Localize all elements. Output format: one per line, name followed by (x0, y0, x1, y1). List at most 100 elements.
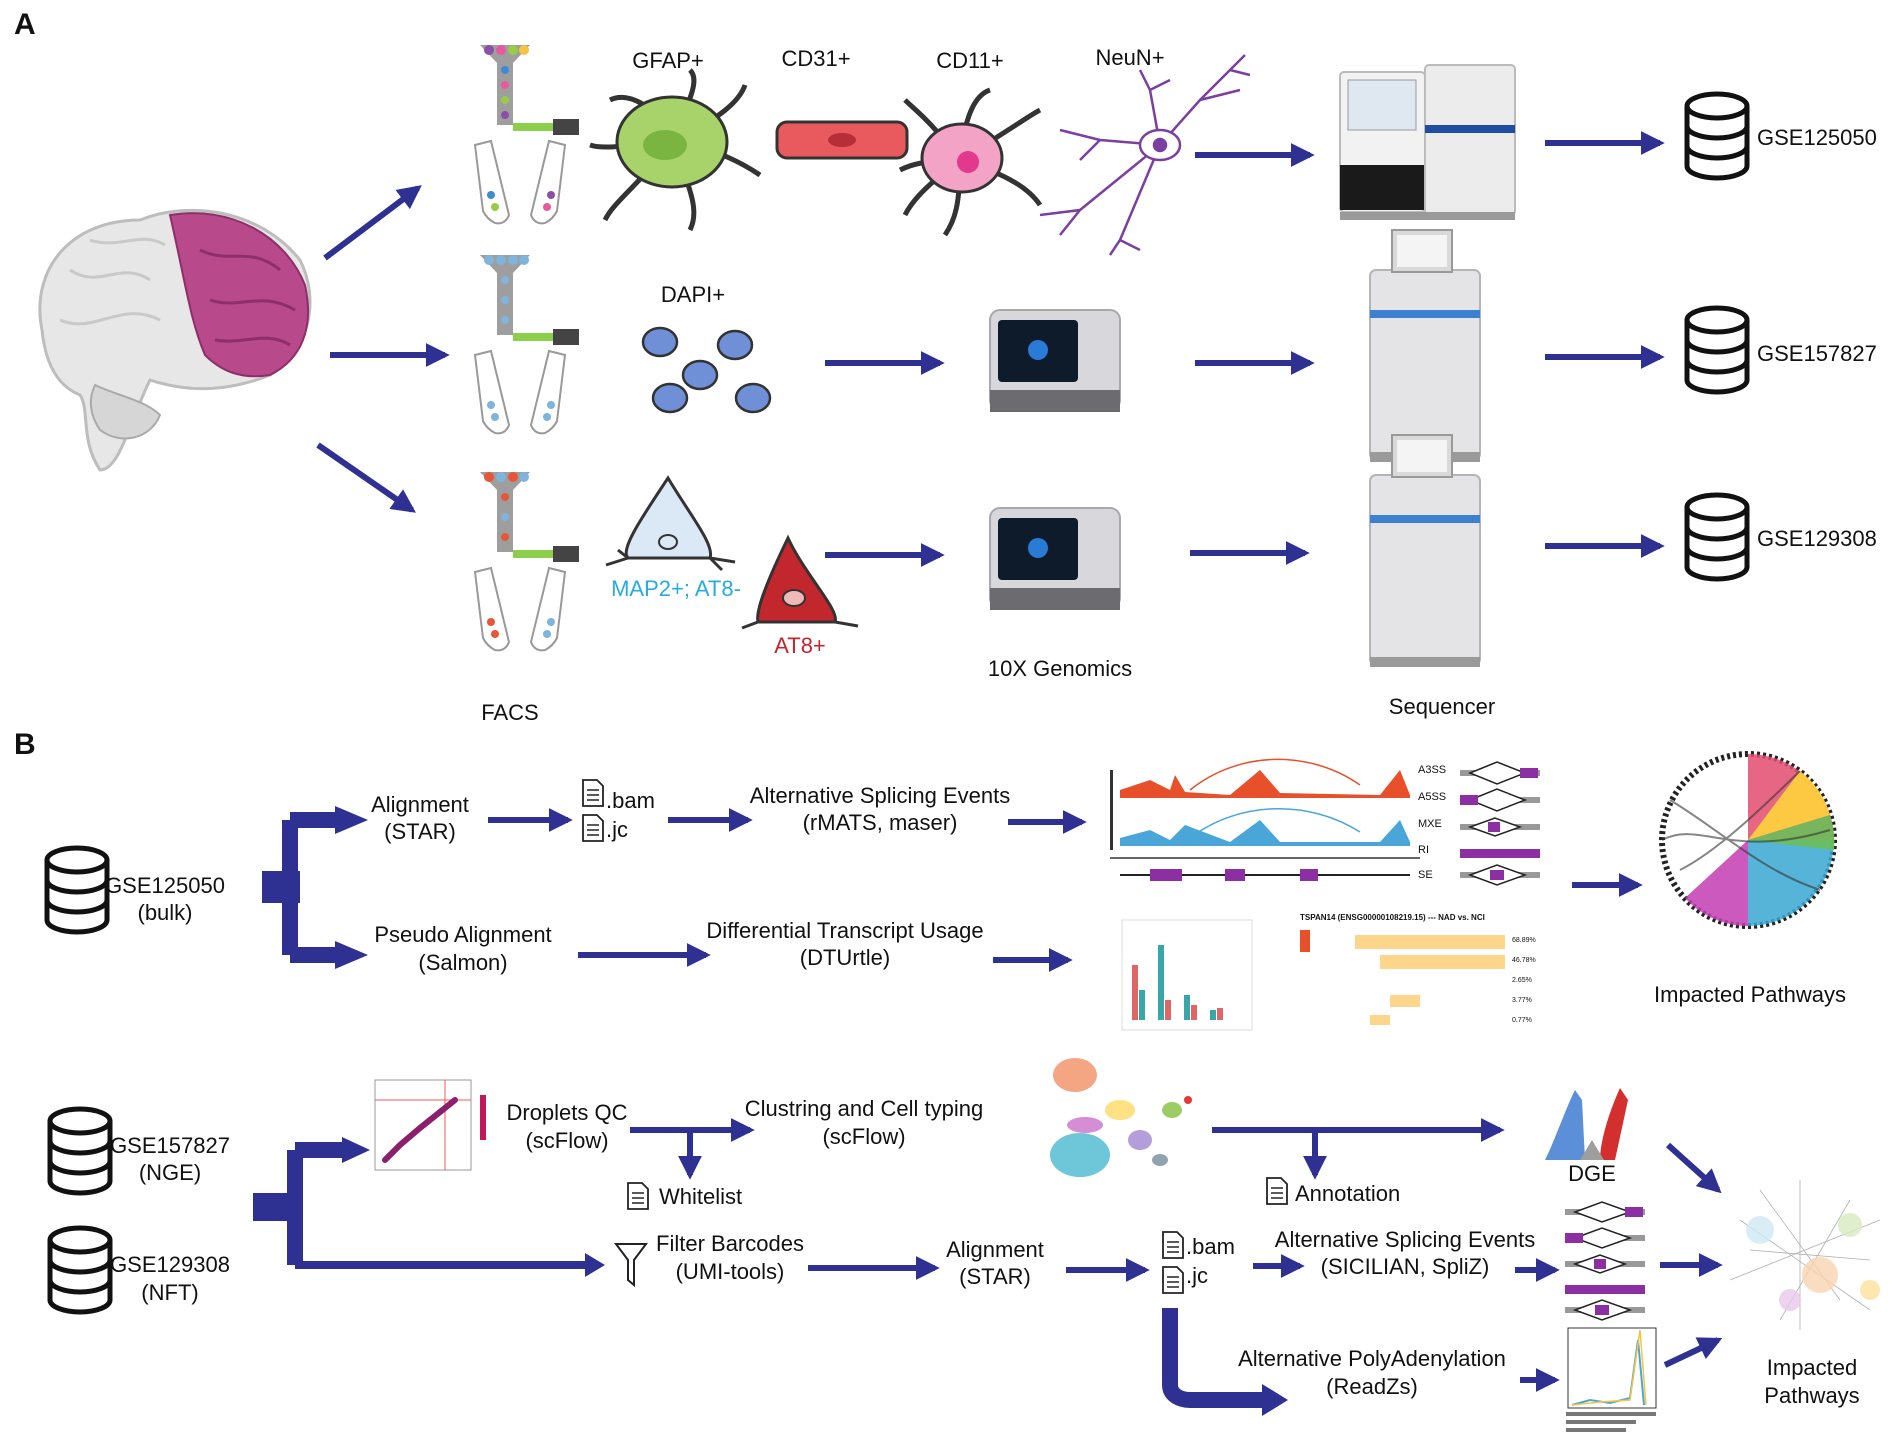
dataset-a3: GSE129308 (1757, 526, 1877, 551)
panel-a-label: A (14, 8, 36, 41)
database-icon-a1 (1687, 94, 1747, 178)
marker-neun: NeuN+ (1095, 45, 1165, 70)
droplets-qc: Droplets QC (506, 1100, 628, 1125)
sc-branch-connector (253, 1137, 605, 1277)
tspan14-pct-5: 0.77% (1512, 1017, 1532, 1024)
facs-label: FACS (481, 700, 539, 725)
endothelial-cell (775, 120, 909, 160)
sequencer-label: Sequencer (1388, 694, 1496, 719)
event-a3ss: A3SS (1418, 764, 1447, 776)
arrow-apa-to-network (1663, 1337, 1723, 1368)
annotation-file-icon (1266, 1177, 1288, 1205)
bulk-pseudo: Pseudo Alignment (374, 922, 552, 947)
database-icon-sc1 (50, 1109, 110, 1193)
sc-as-events: Alternative Splicing Events (1274, 1227, 1536, 1252)
jc-file-icon-sc (1162, 1266, 1184, 1294)
marker-at8: AT8+ (774, 633, 826, 658)
sc-dataset2-id: GSE129308 (110, 1252, 230, 1277)
dtu-bar-chart (1121, 919, 1253, 1031)
tenx-label: 10X Genomics (987, 656, 1133, 681)
event-type-diagrams-sc (1565, 1201, 1645, 1321)
novaseq-sequencer (1339, 64, 1516, 220)
network-graph (1729, 1180, 1881, 1330)
event-a5ss: A5SS (1418, 791, 1447, 803)
event-mxe: MXE (1418, 818, 1442, 830)
sashimi-plot-thumbnail (1110, 758, 1420, 881)
bulk-dataset-id: GSE125050 (105, 873, 225, 898)
facs-icon-3 (474, 471, 580, 652)
event-ri: RI (1418, 844, 1429, 856)
chord-diagram (1659, 751, 1837, 929)
arrow-brain-to-facs3 (316, 442, 416, 513)
tspan14-pct-2: 46.78% (1512, 957, 1536, 964)
bulk-as-events: Alternative Splicing Events (749, 783, 1011, 808)
dataset-a1: GSE125050 (1757, 125, 1877, 150)
bam-file-icon (582, 779, 604, 807)
droplets-qc-tool: (scFlow) (525, 1128, 609, 1153)
brain-illustration (38, 208, 312, 472)
dge-volcano-plot (1525, 1075, 1630, 1165)
database-icon-sc2 (50, 1228, 110, 1312)
tenx-instrument-1 (989, 309, 1121, 413)
at8-neuron (741, 534, 859, 630)
database-icon-bulk (47, 848, 107, 932)
sequencer-2 (1369, 229, 1481, 463)
bulk-branch-connector (262, 806, 368, 969)
tspan14-transcript-plot (1300, 930, 1505, 1025)
bulk-as-tools: (rMATS, maser) (802, 810, 958, 835)
sc-dataset2-note: (NFT) (141, 1280, 199, 1305)
whitelist-label: Whitelist (659, 1184, 743, 1209)
event-type-diagrams (1460, 761, 1540, 886)
marker-gfap: GFAP+ (632, 48, 704, 73)
apa-branch-connector (1162, 1308, 1270, 1408)
panel-b-label: B (14, 728, 36, 761)
facs-icon-2 (474, 254, 580, 435)
apa-label: Alternative PolyAdenylation (1238, 1346, 1506, 1371)
clustering-tool: (scFlow) (822, 1124, 906, 1149)
tspan14-pct-4: 3.77% (1512, 997, 1532, 1004)
sc-as-tools: (SICILIAN, SpliZ) (1320, 1254, 1490, 1279)
whitelist-file-icon (627, 1182, 649, 1210)
dge-label: DGE (1568, 1161, 1616, 1186)
marker-cd31: CD31+ (781, 46, 851, 71)
jc-file-icon (582, 814, 604, 842)
bulk-dtu-tool: (DTUrtle) (799, 945, 891, 970)
sc-jc: .jc (1186, 1263, 1208, 1288)
microglia-cell (898, 87, 1043, 237)
database-icon-a3 (1687, 495, 1747, 579)
sequencer-3 (1369, 434, 1481, 668)
arrow-dge-to-network (1665, 1142, 1722, 1194)
tspan14-plot-title: TSPAN14 (ENSG00000108219.15) --- NAD vs.… (1300, 913, 1485, 922)
sc-alignment: Alignment (946, 1237, 1044, 1262)
bulk-alignment: Alignment (371, 792, 469, 817)
marker-dapi: DAPI+ (660, 282, 726, 307)
sc-alignment-tool: (STAR) (959, 1264, 1031, 1289)
bulk-impacted-pathways: Impacted Pathways (1654, 982, 1846, 1007)
sc-impacted-2: Pathways (1764, 1383, 1860, 1408)
droplets-qc-scatter (374, 1079, 486, 1171)
sc-dataset1-note: (NGE) (138, 1160, 202, 1185)
marker-map2: MAP2+; AT8- (611, 576, 741, 601)
marker-cd11: CD11+ (936, 48, 1004, 73)
arrow-brain-to-facs1 (323, 185, 422, 261)
bulk-jc: .jc (606, 817, 628, 842)
sc-bam: .bam (1186, 1234, 1235, 1259)
filter-icon (614, 1243, 648, 1288)
filter-barcodes-label: Filter Barcodes (656, 1231, 804, 1256)
neuron-cell (1039, 54, 1251, 256)
bulk-pseudo-tool: (Salmon) (418, 950, 508, 975)
tenx-instrument-2 (989, 507, 1121, 611)
bam-file-icon-sc (1162, 1231, 1184, 1259)
apa-branch-arrowhead (1262, 1384, 1288, 1416)
bulk-bam: .bam (606, 788, 655, 813)
clustering-label: Clustring and Cell typing (744, 1096, 984, 1121)
umap-plot (1028, 1045, 1203, 1185)
dapi-nuclei (641, 326, 772, 414)
astrocyte-cell (589, 68, 762, 232)
bulk-dataset-note: (bulk) (137, 900, 193, 925)
bulk-alignment-tool: (STAR) (384, 819, 456, 844)
annotation-label: Annotation (1295, 1181, 1401, 1206)
dataset-a2: GSE157827 (1757, 341, 1877, 366)
database-icon-a2 (1687, 308, 1747, 392)
